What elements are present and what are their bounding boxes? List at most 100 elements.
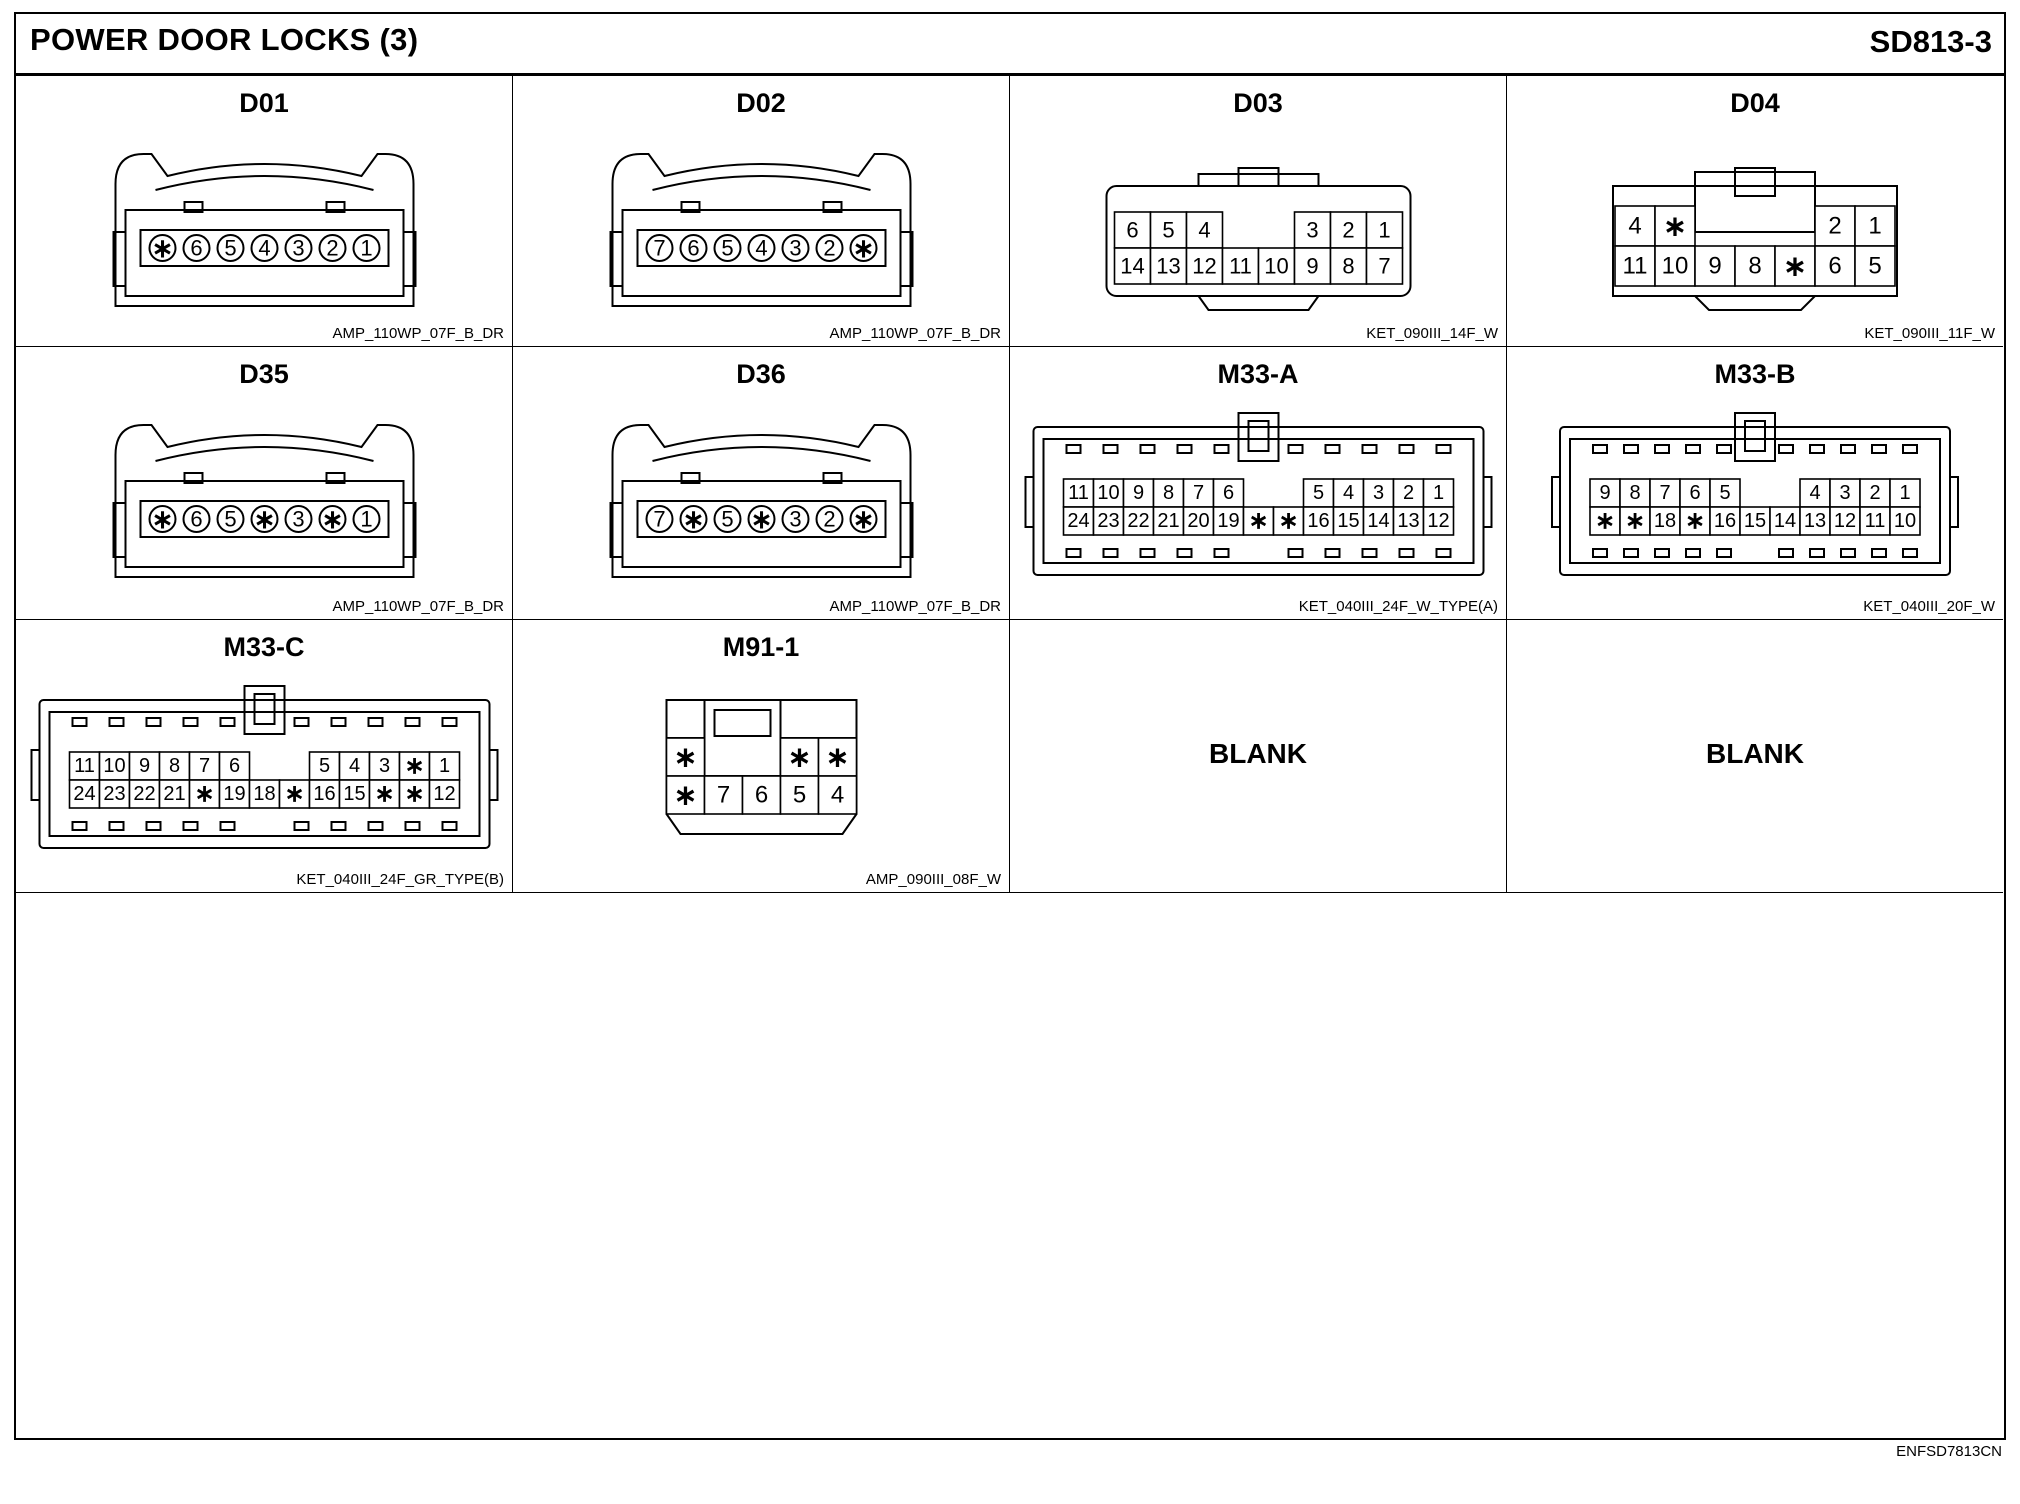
pin-cavity: [1774, 245, 1816, 287]
pin-cavity: [148, 505, 177, 533]
pin-number: 5: [721, 507, 733, 532]
pin-blank-marker: ∗: [322, 504, 344, 534]
pin-cavity: [428, 751, 461, 781]
pin-cavity: [1422, 506, 1455, 536]
contact-tooth: [367, 821, 384, 831]
pin-number: 22: [1127, 510, 1149, 532]
pin-cavity: [1212, 478, 1245, 508]
side-latch: [403, 231, 417, 287]
pin-cavity: [817, 775, 858, 815]
pin-number: 8: [169, 755, 180, 777]
pin-cavity: [1365, 247, 1404, 285]
connector-title: D03: [1233, 88, 1283, 118]
pin-number: 9: [1708, 253, 1721, 280]
contact-tooth: [182, 821, 199, 831]
connector-latch: [652, 175, 871, 191]
contact-tooth: [1213, 444, 1230, 454]
connector-housing: [611, 153, 912, 307]
pin-number: 3: [292, 507, 304, 532]
side-latch: [1551, 476, 1560, 528]
pin-number: 4: [755, 236, 767, 261]
contact-tooth: [1840, 548, 1856, 558]
pin-number: 10: [103, 755, 125, 777]
connector-foot: [1197, 295, 1320, 311]
contact-tooth: [330, 821, 347, 831]
pin-blank-marker: ∗: [1625, 508, 1645, 535]
pin-cavity: [352, 234, 381, 262]
pin-number: 21: [163, 783, 185, 805]
pin-number: 16: [1714, 510, 1736, 532]
pin-cavity: [703, 775, 744, 815]
contact-tooth: [367, 717, 384, 727]
contact-tooth: [1398, 548, 1415, 558]
pin-cavity: [1185, 211, 1224, 249]
connector-title: D35: [239, 359, 289, 389]
page-code: SD813-3: [1869, 24, 1992, 59]
pin-cavity: [1654, 205, 1696, 247]
pin-number: 5: [1313, 482, 1324, 504]
pin-number: 14: [1367, 510, 1389, 532]
pin-cavity: [1149, 247, 1188, 285]
pin-blank-marker: ∗: [751, 504, 773, 534]
blank-cell-1: BLANK: [1010, 620, 1507, 893]
connector-key: [183, 201, 204, 213]
contact-tooth: [1287, 444, 1304, 454]
connector-key: [325, 201, 346, 213]
connector-body: [621, 480, 902, 568]
contact-tooth: [1716, 548, 1732, 558]
pin-number: 6: [190, 236, 202, 261]
connector-part-number: AMP_110WP_07F_B_DR: [332, 598, 504, 615]
contact-tooth: [1623, 548, 1639, 558]
connector-part-number: KET_040III_24F_GR_TYPE(B): [296, 871, 504, 888]
contact-tooth: [1871, 548, 1887, 558]
pin-number: 6: [229, 755, 240, 777]
pin-number: 3: [789, 236, 801, 261]
side-latch: [609, 231, 623, 287]
pin-number: 15: [1337, 510, 1359, 532]
connector-part-number: KET_090III_11F_W: [1864, 325, 1995, 342]
connector-latch: [713, 709, 772, 737]
pin-cavity: [1829, 506, 1861, 536]
connector-housing: [1032, 426, 1485, 576]
connector-latch: [155, 175, 374, 191]
pin-cavity: [1332, 506, 1365, 536]
contact-tooth: [441, 821, 458, 831]
pin-strip: [636, 500, 887, 538]
contact-tooth: [145, 717, 162, 727]
contact-tooth: [71, 821, 88, 831]
pin-cavity: [278, 779, 311, 809]
side-latch: [609, 502, 623, 558]
pin-cavity: [781, 234, 810, 262]
connector-latch: [1734, 167, 1776, 197]
contact-tooth: [1065, 444, 1082, 454]
pin-number: 6: [687, 236, 699, 261]
side-latch: [900, 231, 914, 287]
contact-tooth: [1102, 444, 1119, 454]
pin-cavity: [665, 737, 706, 777]
pin-cavity: [645, 234, 674, 262]
pin-cavity: [318, 505, 347, 533]
pin-number: 5: [721, 236, 733, 261]
pin-number: 16: [313, 783, 335, 805]
pin-number: 2: [1403, 482, 1414, 504]
pin-number: 1: [1899, 482, 1910, 504]
contact-tooth: [1213, 548, 1230, 558]
pin-number: 15: [1744, 510, 1766, 532]
connector-housing: [1612, 185, 1898, 297]
pin-strip: [139, 500, 390, 538]
blank-label: BLANK: [1209, 738, 1307, 769]
contact-tooth: [1902, 548, 1918, 558]
pin-blank-marker: ∗: [826, 742, 849, 773]
pin-number: 21: [1157, 510, 1179, 532]
pin-cavity: [679, 505, 708, 533]
pin-cavity: [1619, 506, 1651, 536]
side-latch: [1483, 476, 1493, 528]
